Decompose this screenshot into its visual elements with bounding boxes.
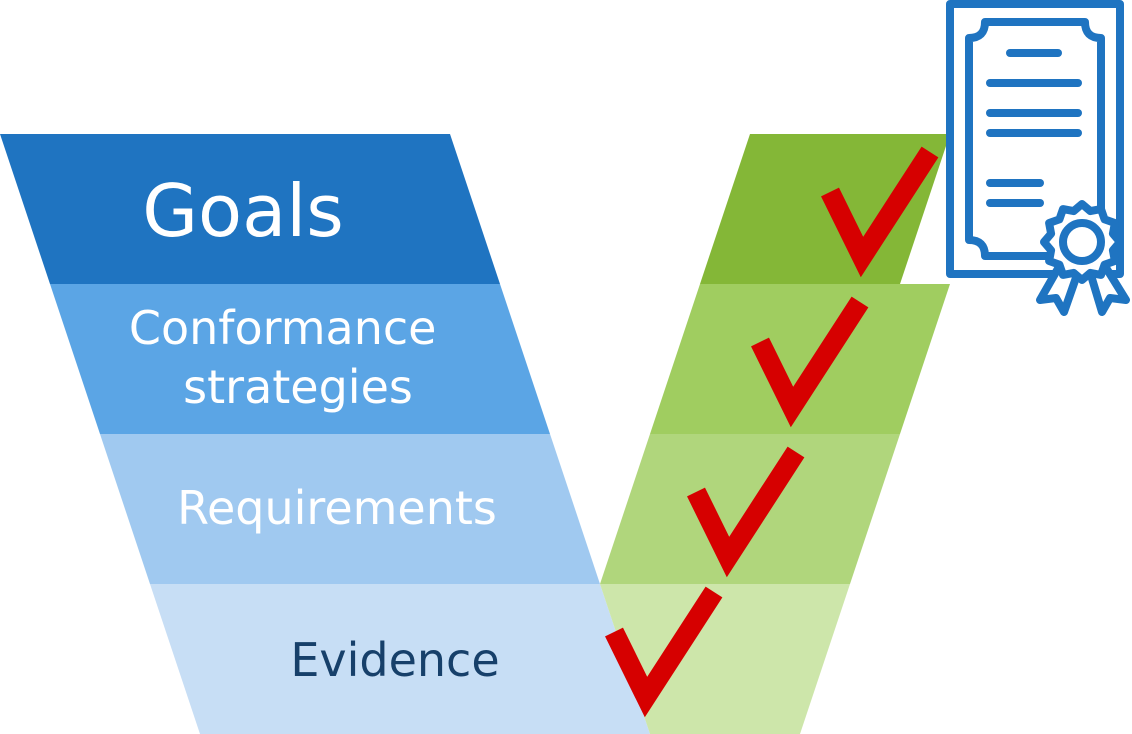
certificate-icon bbox=[946, 0, 1130, 316]
evidence-label: Evidence bbox=[290, 633, 499, 687]
conformance-strategies-band bbox=[50, 284, 550, 434]
conformance-strategies-label: Conformance strategies bbox=[129, 301, 451, 414]
evidence-band bbox=[150, 584, 650, 734]
checkmark-icon bbox=[821, 146, 939, 278]
requirements-band bbox=[100, 434, 600, 584]
requirements-label: Requirements bbox=[177, 481, 497, 535]
goals-label: Goals bbox=[142, 169, 343, 253]
evidence-verification-band bbox=[600, 584, 850, 734]
checkmark-icon bbox=[751, 296, 869, 428]
checkmark-icon bbox=[687, 446, 805, 578]
goals-band bbox=[0, 134, 500, 284]
goals-verification-band bbox=[700, 134, 950, 284]
checkmark-icon bbox=[605, 586, 723, 718]
rosette-icon bbox=[1036, 200, 1130, 316]
conformance-strategies-verification-band bbox=[650, 284, 950, 434]
